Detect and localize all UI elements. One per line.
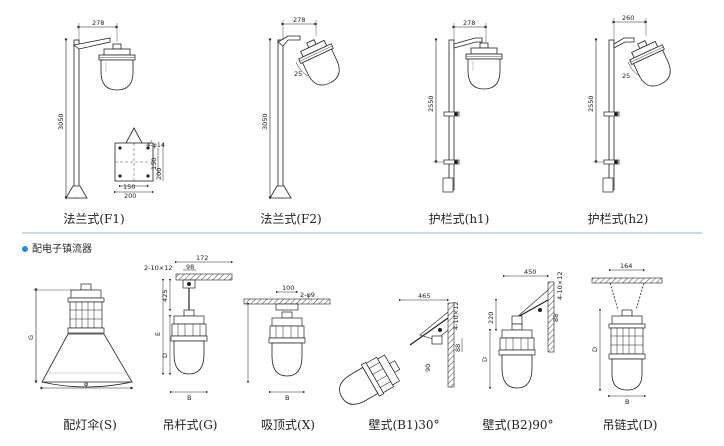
s-g-label: G (27, 335, 35, 340)
b2-88-label: 88 (552, 314, 560, 322)
g-b-label: B (187, 394, 191, 402)
b2-d-label: D (481, 357, 489, 362)
h1-height-label: 2550 (427, 95, 435, 112)
d-b-label: B (625, 398, 629, 406)
g-w1-label: 172 (196, 254, 208, 262)
caption-f1: 法兰式(F1) (63, 212, 125, 226)
caption-d: 吊链式(D) (602, 418, 658, 432)
diagram-g: 172 98 2-10×12 425 E D B (144, 254, 234, 402)
diagram-h1: 278 2550 (427, 19, 503, 193)
g-e-label: E (154, 332, 162, 336)
d-w-label: 164 (620, 262, 632, 270)
f1-width-label: 278 (92, 19, 104, 27)
b1-88-label: 88 (454, 344, 462, 352)
f1-base-plate: 4-φ14 150 200 150 200 (113, 127, 165, 200)
x-hole-label: 2-φ9 (300, 291, 315, 299)
caption-f2: 法兰式(F2) (260, 212, 322, 226)
diagram-x: 100 2-φ9 B (243, 284, 331, 402)
b2-hole-label: 4-10×12 (556, 272, 564, 300)
h1-width-label: 278 (463, 19, 475, 27)
b2-w-label: 450 (524, 268, 536, 276)
f2-width-label: 278 (293, 16, 305, 24)
bullet-icon (22, 246, 28, 252)
caption-b2: 壁式(B2)90° (482, 418, 554, 432)
section-heading: 配电子镇流器 (22, 240, 92, 255)
f1-side-200-label: 200 (155, 168, 163, 180)
g-h-label: 425 (161, 290, 169, 302)
f1-height-label: 3050 (57, 113, 65, 130)
g-top-label: 2-10×12 (144, 264, 172, 272)
b1-w-label: 465 (418, 292, 430, 300)
caption-x: 吸顶式(X) (261, 418, 315, 432)
f2-angle-label: 25 (294, 70, 302, 78)
diagram-s: φ G (27, 283, 134, 390)
diagram-f2: 278 25 3050 (261, 16, 347, 200)
caption-h1: 护栏式(h1) (428, 212, 490, 226)
section-divider (22, 232, 702, 234)
b1-hole-label: 4-10×12 (452, 302, 460, 330)
f1-hole-label: 4-φ14 (146, 141, 165, 149)
f1-side-150-label: 150 (150, 158, 158, 170)
g-w2-label: 98 (186, 263, 194, 271)
b1-90-label: 90 (424, 364, 432, 372)
d-d-label: D (591, 347, 599, 352)
s-phi-label: φ (84, 380, 88, 388)
diagram-h2: 260 25 2550 (587, 14, 678, 193)
f2-height-label: 3050 (261, 113, 269, 130)
b2-220-label: 220 (487, 312, 495, 324)
caption-b1: 壁式(B1)30° (368, 418, 440, 432)
h2-height-label: 2550 (587, 95, 595, 112)
caption-h2: 护栏式(h2) (587, 212, 649, 226)
caption-g: 吊杆式(G) (162, 418, 218, 432)
h2-angle-label: 25 (622, 72, 630, 80)
f1-base-150-label: 150 (123, 183, 135, 191)
f1-base-200-label: 200 (124, 192, 136, 200)
section-title-text: 配电子镇流器 (32, 244, 92, 255)
x-b-label: B (285, 394, 289, 402)
diagram-f1: 278 3050 4-φ14 150 200 150 200 (57, 19, 165, 200)
caption-s: 配灯伞(S) (63, 418, 117, 432)
diagram-b2: 450 4-10×12 88 220 D (481, 268, 564, 390)
h2-width-label: 260 (622, 14, 634, 22)
g-d-label: D (161, 353, 169, 358)
x-w-label: 100 (282, 284, 294, 292)
diagram-b1: 465 4-10×12 88 90 (332, 292, 463, 413)
diagram-d: 164 D B (591, 262, 663, 406)
